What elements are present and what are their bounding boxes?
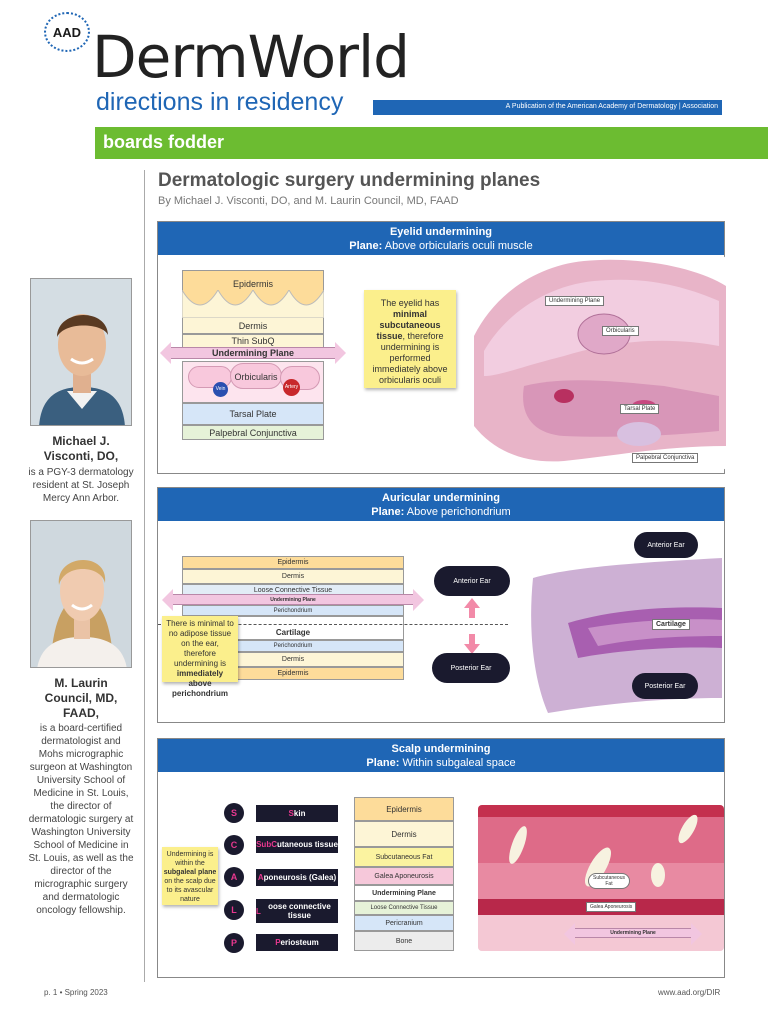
mnemonic-p: P [224, 933, 244, 953]
masthead-title: DermWorld [92, 23, 410, 91]
scalp-layer-dermis: Dermis [354, 821, 454, 847]
scalp-layer-epidermis: Epidermis [354, 797, 454, 821]
orbicularis-label: Orbicularis [230, 363, 282, 389]
midline-dashed [158, 624, 508, 625]
scalp-layer-galea: Galea Aponeurosis [354, 867, 454, 885]
mnemonic-l: L [224, 900, 244, 920]
scalp-tag-galea: Galea Aponeurosis [586, 902, 637, 912]
histo-posterior-ear: Posterior Ear [632, 673, 698, 699]
scalp-histo-undermining: Undermining Plane [564, 923, 702, 945]
author-bio-visconti: is a PGY-3 dermatology resident at St. J… [28, 467, 134, 504]
mnemonic-s: S [224, 803, 244, 823]
eyelid-histology-image [464, 256, 726, 470]
scalp-layer-loose-ct: Loose Connective Tissue [354, 901, 454, 915]
dermal-papillae-shape [182, 290, 324, 318]
masthead-subtitle: directions in residency [96, 88, 344, 116]
section-banner: boards fodder [95, 127, 768, 159]
aad-logo: AAD [44, 12, 90, 52]
author-name-council: M. Laurin Council, MD, FAAD, [44, 676, 118, 720]
auricular-note: There is minimal to no adipose tissue on… [162, 616, 238, 698]
aur-layer-dermis-top: Dermis [182, 569, 404, 584]
aur-layer-perichondrium-top: Perichondrium [182, 605, 404, 616]
auricular-section: Auricular undermining Plane: Above peric… [157, 487, 725, 723]
mnemonic-c: C [224, 835, 244, 855]
eyelid-undermining-plane: Undermining Plane [160, 342, 346, 364]
author-photo-council [30, 520, 132, 668]
eyelid-tag-conjunctiva: Palpebral Conjunctiva [632, 453, 699, 463]
eyelid-tag-tarsal: Tarsal Plate [620, 404, 660, 414]
mnemonic-a: A [224, 867, 244, 887]
footer-page: p. 1 • Spring 2023 [44, 988, 108, 997]
scalp-layer-subq-fat: Subcutaneous Fat [354, 847, 454, 867]
aur-layer-epidermis-top: Epidermis [182, 556, 404, 569]
auricular-heading: Auricular undermining Plane: Above peric… [158, 488, 724, 521]
layer-dermis: Dermis [182, 318, 324, 334]
aur-undermining-plane: Undermining Plane [162, 589, 424, 611]
vein-icon: Vein [213, 382, 228, 397]
histo-cartilage-tag: Cartilage [652, 619, 690, 630]
eyelid-note: The eyelid has minimal subcutaneous tiss… [364, 290, 456, 388]
footer-url[interactable]: www.aad.org/DIR [658, 988, 721, 997]
scalp-section: Scalp undermining Plane: Within subgalea… [157, 738, 725, 978]
anterior-ear-bubble: Anterior Ear [434, 566, 510, 596]
author-photo-visconti [30, 278, 132, 426]
author-name-visconti: Michael J. Visconti, DO, [43, 434, 119, 463]
layer-tarsal-plate: Tarsal Plate [182, 403, 324, 425]
article-title: Dermatologic surgery undermining planes [158, 170, 541, 191]
column-divider [144, 170, 145, 982]
author-bio-council: is a board-certified dermatologist and M… [28, 723, 134, 916]
publication-bar: A Publication of the American Academy of… [373, 100, 722, 115]
posterior-ear-bubble: Posterior Ear [432, 653, 510, 683]
scalp-heading: Scalp undermining Plane: Within subgalea… [158, 739, 724, 772]
eyelid-section: Eyelid undermining Plane: Above orbicula… [157, 221, 726, 474]
scalp-undermining-plane: Undermining Plane [354, 885, 454, 901]
artery-icon: Artery [283, 379, 300, 396]
eyelid-heading: Eyelid undermining Plane: Above orbicula… [158, 222, 724, 255]
layer-palpebral-conjunctiva: Palpebral Conjunctiva [182, 425, 324, 440]
histo-anterior-ear: Anterior Ear [634, 532, 698, 558]
article-byline: By Michael J. Visconti, DO, and M. Lauri… [158, 195, 459, 207]
layer-thin-subq: Thin SubQ [182, 334, 324, 348]
scalp-layer-pericranium: Pericranium [354, 915, 454, 931]
eyelid-tag-orbicularis: Orbicularis [602, 326, 639, 336]
scalp-note: Undermining is within the subgaleal plan… [162, 847, 218, 905]
scalp-tag-subq-fat: Subcutaneous Fat [588, 873, 630, 889]
ear-double-arrow [464, 598, 480, 654]
scalp-layer-bone: Bone [354, 931, 454, 951]
eyelid-tag-undermining: Undermining Plane [545, 296, 605, 306]
